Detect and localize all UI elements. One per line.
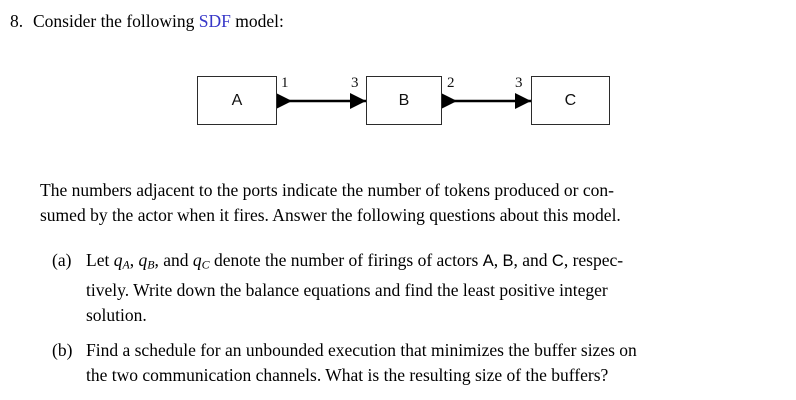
subquestion-a: (a) Let qA, qB, and qC denote the number… xyxy=(52,248,792,328)
body-paragraph: The numbers adjacent to the ports indica… xyxy=(40,178,758,228)
subq-a-line1-suffix: , respec- xyxy=(563,250,624,270)
port-rate-b-input: 3 xyxy=(351,75,359,91)
subquestion-a-line-2: tively. Write down the balance equations… xyxy=(86,279,608,300)
body-line-2: sumed by the actor when it fires. Answer… xyxy=(40,205,621,225)
inline-actor-a: A xyxy=(482,252,494,270)
inline-actor-sep-2: , and xyxy=(513,250,552,270)
sdf-channels xyxy=(276,93,531,109)
port-rate-a-output: 1 xyxy=(281,75,289,91)
inline-actor-sep-1: , xyxy=(493,250,503,270)
subq-a-sep-1: , xyxy=(129,250,139,270)
subquestion-a-body: Let qA, qB, and qC denote the number of … xyxy=(86,248,792,328)
actor-label-b: B xyxy=(398,91,410,109)
channel-a-to-b-wire xyxy=(276,93,366,109)
question-stem: Consider the following SDF model: xyxy=(33,10,284,32)
subquestion-b-line-1: Find a schedule for an unbounded executi… xyxy=(86,340,637,360)
inline-actor-b: B xyxy=(502,252,514,270)
question-number: 8. xyxy=(10,11,24,31)
subquestion-a-marker: (a) xyxy=(52,250,72,270)
subquestion-b: (b) Find a schedule for an unbounded exe… xyxy=(52,338,792,388)
actor-box-a[interactable]: A xyxy=(197,76,277,125)
inline-actor-c: C xyxy=(551,252,564,270)
math-var-qc: qC xyxy=(192,250,210,272)
question-stem-before: Consider the following xyxy=(33,11,199,31)
actor-label-c: C xyxy=(564,91,577,109)
subq-a-prefix: Let xyxy=(86,250,114,270)
actor-label-a: A xyxy=(231,91,243,109)
port-rate-b-output: 2 xyxy=(447,75,455,91)
subquestion-a-line-1: Let qA, qB, and qC denote the number of … xyxy=(86,248,792,278)
math-var-qa-subscript: A xyxy=(122,257,130,272)
subquestion-b-body: Find a schedule for an unbounded executi… xyxy=(86,338,792,388)
math-var-qa: qA xyxy=(113,250,130,272)
sdf-diagram: A B C 1 3 2 3 xyxy=(0,60,796,150)
actor-box-c[interactable]: C xyxy=(531,76,610,125)
port-rate-c-input: 3 xyxy=(515,75,523,91)
subquestion-a-line-3: solution. xyxy=(86,304,147,325)
sdf-link[interactable]: SDF xyxy=(198,11,231,31)
subquestion-b-line-2: the two communication channels. What is … xyxy=(86,365,609,385)
math-var-qb-subscript: B xyxy=(147,257,155,272)
subq-a-line1-mid: denote the number of firings of actors xyxy=(209,250,483,270)
math-var-qc-subscript: C xyxy=(201,257,210,272)
body-line-1: The numbers adjacent to the ports indica… xyxy=(40,180,614,200)
question-stem-after: model: xyxy=(230,11,284,31)
subq-a-sep-2: , and xyxy=(154,250,193,270)
math-var-qb: qB xyxy=(138,250,155,272)
channel-b-to-c-wire xyxy=(441,93,531,109)
subquestion-b-marker: (b) xyxy=(52,340,73,360)
actor-box-b[interactable]: B xyxy=(366,76,442,125)
